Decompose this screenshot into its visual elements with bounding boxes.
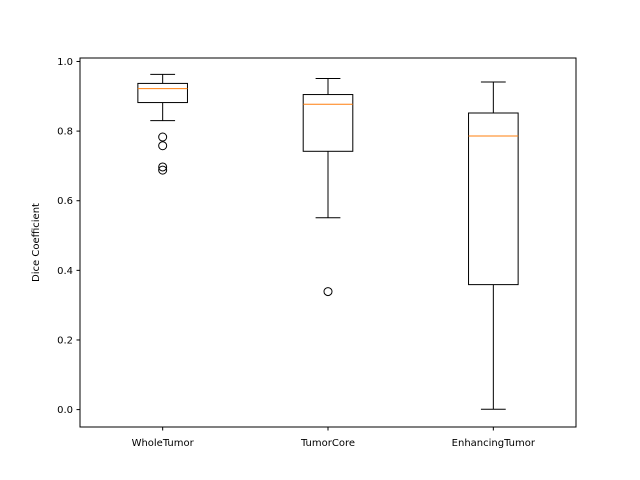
y-tick-label: 0.6 (57, 196, 73, 207)
x-tick-label: EnhancingTumor (452, 438, 536, 449)
x-tick-label: TumorCore (300, 438, 355, 449)
outlier-point (323, 287, 333, 297)
chart-marks (137, 73, 519, 410)
box-enhancingtumor (468, 81, 519, 410)
y-tick-label: 0.0 (57, 405, 73, 416)
y-tick-label: 0.8 (57, 127, 73, 138)
outlier-point (158, 165, 168, 175)
y-tick-label: 0.2 (57, 335, 73, 346)
y-tick-label: 0.4 (57, 266, 73, 277)
outlier-point (158, 162, 168, 172)
y-axis-label: Dice Coefficient (31, 203, 42, 282)
x-axis: WholeTumor TumorCore EnhancingTumor (132, 427, 536, 449)
outlier-point (158, 141, 168, 151)
y-tick-label: 1.0 (57, 57, 73, 68)
box-wholetumor (137, 73, 188, 175)
y-axis: 0.0 0.2 0.4 0.6 0.8 1.0 (57, 57, 80, 416)
box-tumorcore (302, 78, 354, 297)
x-tick-label: WholeTumor (132, 438, 195, 449)
outlier-point (158, 132, 168, 142)
plot-frame (79, 57, 577, 428)
